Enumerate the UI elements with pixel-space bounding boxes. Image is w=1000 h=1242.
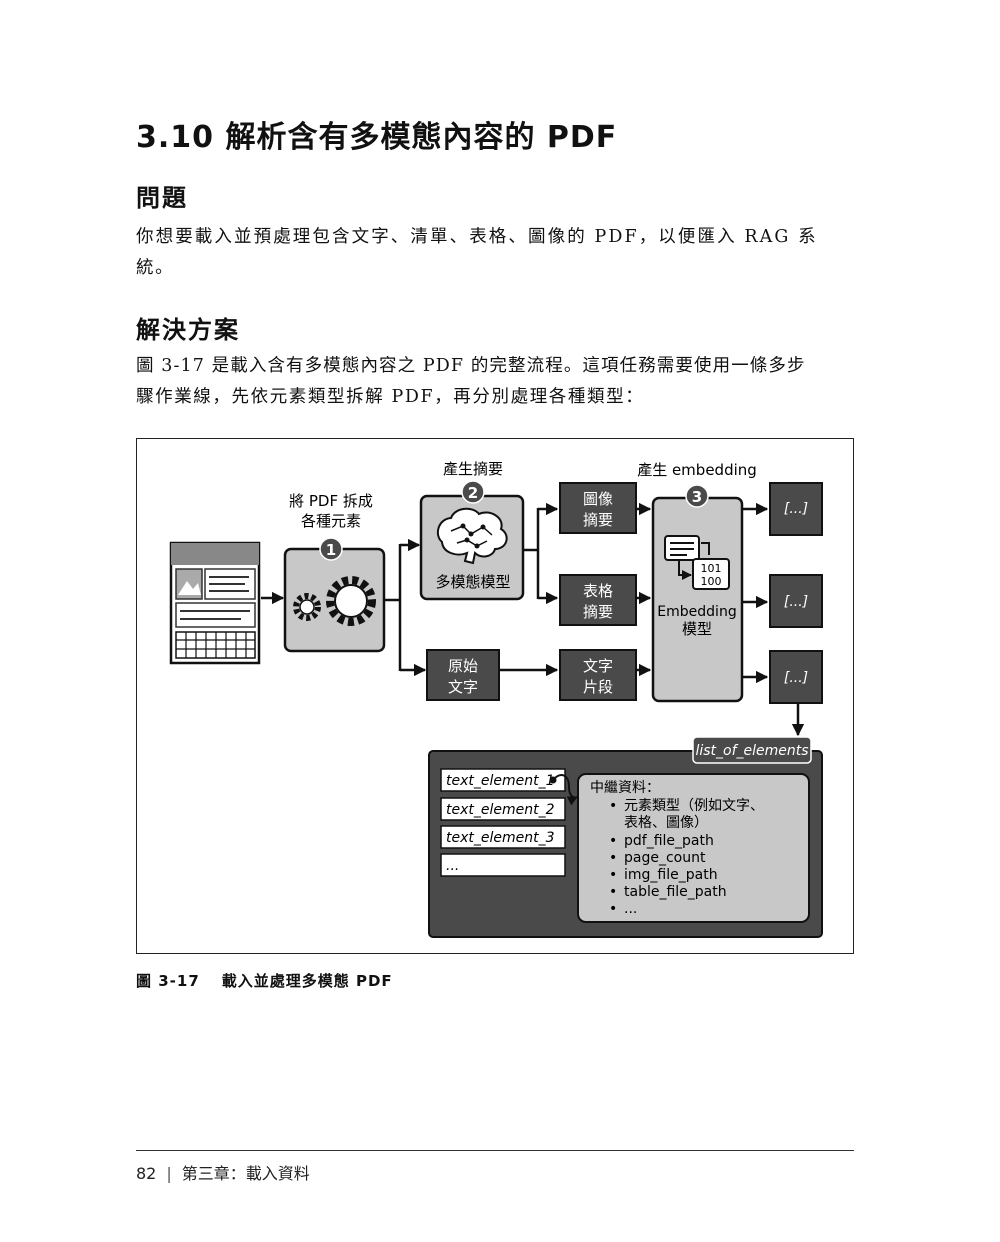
- raw-text-box: [426, 649, 500, 701]
- metadata-item-5: table_file_path: [624, 884, 727, 900]
- figure-caption: 圖 3-17 載入並處理多模態 PDF: [136, 970, 393, 991]
- output-box-1: [769, 482, 823, 536]
- list-of-elements-tab: [692, 736, 812, 764]
- metadata-box: [577, 773, 810, 923]
- output-1-label: [...]: [784, 501, 808, 517]
- output-3-label: [...]: [784, 670, 808, 686]
- metadata-bullet-6: •: [609, 901, 617, 917]
- problem-line-1: 你想要載入並預處理包含文字、清單、表格、圖像的 PDF，以便匯入 RAG 系: [136, 227, 818, 247]
- text-chunk-line2: 片段: [583, 678, 613, 696]
- binary-line1: 101: [701, 562, 722, 575]
- solution-heading: 解決方案: [136, 316, 240, 344]
- step-2-badge: [461, 480, 485, 504]
- metadata-bullet-5: •: [609, 884, 617, 900]
- output-box-2: [769, 574, 823, 628]
- stage2-label: 產生摘要: [443, 460, 503, 478]
- metadata-bullet-1: •: [609, 798, 617, 814]
- gears-icon: [293, 576, 376, 626]
- embedding-model-box: [651, 496, 744, 703]
- table-summary-box: [559, 574, 637, 626]
- document-to-binary-icon: [664, 535, 730, 590]
- footer-divider: [136, 1150, 854, 1151]
- raw-text-line1: 原始: [448, 657, 478, 675]
- solution-paragraph: 圖 3-17 是載入含有多模態內容之 PDF 的完整流程。這項任務需要使用一條多…: [136, 351, 854, 413]
- problem-paragraph: 你想要載入並預處理包含文字、清單、表格、圖像的 PDF，以便匯入 RAG 系 統…: [136, 222, 854, 284]
- embedding-model-line1: Embedding: [657, 604, 736, 620]
- metadata-bullet-4: •: [609, 867, 617, 883]
- embedding-model-line2: 模型: [682, 620, 712, 638]
- output-2-label: [...]: [784, 594, 808, 610]
- figure-caption-text: 載入並處理多模態 PDF: [221, 972, 393, 990]
- metadata-bullet-3: •: [609, 850, 617, 866]
- metadata-item-4: img_file_path: [624, 867, 718, 883]
- pipeline-diagram: 將 PDF 拆成 各種元素 1 產生摘要 多模態模型 2 原始 文字 圖像 摘要: [169, 460, 823, 938]
- metadata-item-2: pdf_file_path: [624, 833, 714, 849]
- table-summary-line1: 表格: [583, 582, 613, 600]
- solution-line-2: 驟作業線，先依元素類型拆解 PDF，再分別處理各種類型：: [136, 387, 645, 407]
- metadata-item-1-line2: 表格、圖像）: [624, 815, 708, 831]
- step-3-number: 3: [692, 488, 702, 506]
- text-chunk-line1: 文字: [583, 657, 613, 675]
- element-to-metadata-link: [552, 774, 578, 806]
- stage1-label-line1: 將 PDF 拆成: [289, 492, 373, 510]
- solution-line-1: 圖 3-17 是載入含有多模態內容之 PDF 的完整流程。這項任務需要使用一條多…: [136, 356, 806, 376]
- element-row-1: [440, 768, 566, 792]
- raw-text-line2: 文字: [448, 678, 478, 696]
- footer-separator: |: [166, 1164, 172, 1183]
- step-3-badge: [685, 484, 709, 508]
- problem-heading: 問題: [136, 184, 188, 212]
- text-chunk-box: [559, 649, 637, 701]
- problem-line-2: 統。: [136, 258, 175, 278]
- element-row-3: [440, 825, 566, 849]
- chapter-title: 第三章：載入資料: [181, 1164, 310, 1183]
- brain-icon: [436, 507, 508, 565]
- element-2-label: text_element_2: [446, 802, 555, 818]
- element-row-4: [440, 853, 566, 877]
- image-summary-line2: 摘要: [583, 511, 613, 529]
- pdf-document-icon: [169, 541, 261, 665]
- multimodal-model-label: 多模態模型: [435, 573, 510, 591]
- section-title: 3.10 解析含有多模態內容的 PDF: [136, 120, 618, 155]
- figure-number: 圖 3-17: [136, 972, 200, 990]
- output-box-3: [769, 650, 823, 704]
- element-4-label: ...: [446, 858, 459, 874]
- metadata-item-3: page_count: [624, 850, 706, 866]
- metadata-item-6: ...: [624, 901, 637, 917]
- page-number: 82: [136, 1164, 157, 1183]
- step-1-badge: [319, 537, 343, 561]
- stage1-label-line2: 各種元素: [301, 512, 361, 530]
- stage3-label: 產生 embedding: [637, 461, 757, 479]
- step-1-number: 1: [326, 541, 336, 559]
- metadata-bullet-2: •: [609, 833, 617, 849]
- step-2-number: 2: [468, 484, 478, 502]
- image-summary-box: [559, 482, 637, 534]
- figure-3-17: 將 PDF 拆成 各種元素 1 產生摘要 多模態模型 2 原始 文字 圖像 摘要: [136, 438, 854, 954]
- image-summary-line1: 圖像: [583, 490, 613, 508]
- metadata-item-1-line1: 元素類型（例如文字、: [624, 798, 764, 814]
- binary-line2: 100: [701, 575, 722, 588]
- element-1-label: text_element_1: [446, 773, 555, 789]
- page-footer: 82 | 第三章：載入資料: [136, 1160, 310, 1184]
- table-summary-line2: 摘要: [583, 603, 613, 621]
- metadata-title: 中繼資料：: [590, 780, 660, 796]
- element-row-2: [440, 797, 566, 821]
- list-of-elements-label: list_of_elements: [695, 743, 808, 759]
- element-3-label: text_element_3: [446, 830, 555, 846]
